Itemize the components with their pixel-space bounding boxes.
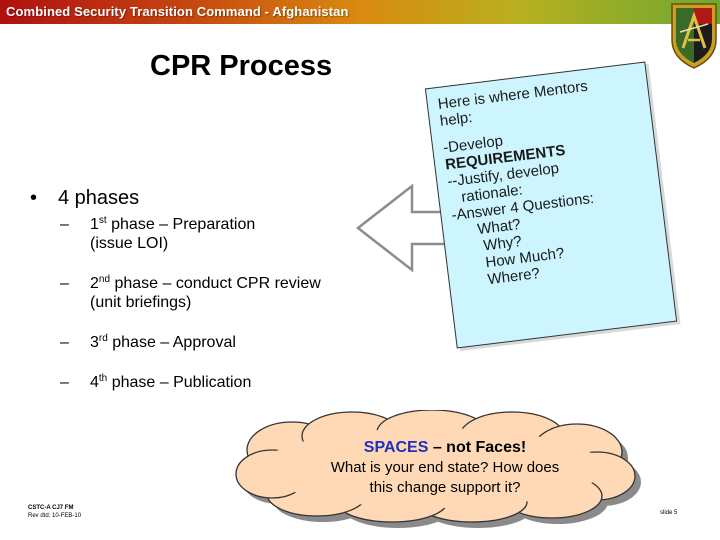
dash-icon: – xyxy=(60,216,69,233)
slide-title: CPR Process xyxy=(150,50,333,82)
phase-3-num: 3 xyxy=(90,334,99,351)
slide-number: slide 5 xyxy=(660,510,678,516)
phase-1-sup: st xyxy=(98,215,107,226)
header-title: Combined Security Transition Command - A… xyxy=(6,4,349,19)
phase-2-sup: nd xyxy=(98,274,111,285)
cloud-line2: What is your end state? How does xyxy=(330,459,560,476)
footer-left: CSTC-A CJ7 FM Rev dtd: 10-FEB-10 xyxy=(28,504,81,520)
cloud-spaces: SPACES xyxy=(363,439,429,456)
bullet-main-text: 4 phases xyxy=(58,187,140,209)
bullet-dot-icon: • xyxy=(30,187,38,209)
phase-1-text: phase – Preparation xyxy=(106,216,256,233)
dash-icon: – xyxy=(60,275,69,292)
phase-item-4: – 4th phase – Publication xyxy=(30,373,321,392)
phase-3-sup: rd xyxy=(98,333,108,344)
mentor-text: Here is where Mentors help: -Develop REQ… xyxy=(437,71,664,292)
phase-2-num: 2 xyxy=(90,275,99,292)
phase-3-text: phase – Approval xyxy=(107,334,236,351)
phase-2-text: phase – conduct CPR review xyxy=(110,275,321,292)
phase-1-line2: (issue LOI) xyxy=(90,235,169,252)
phase-item-1: – 1st phase – Preparation (issue LOI) xyxy=(30,215,321,253)
phase-item-3: – 3rd phase – Approval xyxy=(30,333,321,352)
phase-2-line2: (unit briefings) xyxy=(90,294,192,311)
dash-icon: – xyxy=(60,334,69,351)
footer-rev: Rev dtd: 10-FEB-10 xyxy=(28,513,82,519)
phase-bullet-list: • 4 phases – 1st phase – Preparation (is… xyxy=(30,186,321,392)
footer-org: CSTC-A CJ7 FM xyxy=(28,505,74,511)
cloud-not-faces: – not Faces! xyxy=(428,439,527,456)
phase-item-2: – 2nd phase – conduct CPR review (unit b… xyxy=(30,274,321,312)
header-bar: Combined Security Transition Command - A… xyxy=(0,0,720,24)
phase-4-sup: th xyxy=(98,373,108,384)
cloud-shape xyxy=(235,410,641,528)
phase-4-num: 4 xyxy=(90,374,99,391)
mentor-callout-box: Here is where Mentors help: -Develop REQ… xyxy=(424,61,678,349)
cloud-line3: this change support it? xyxy=(369,479,521,496)
cloud-text: SPACES – not Faces! What is your end sta… xyxy=(290,438,600,498)
phase-4-text: phase – Publication xyxy=(107,374,252,391)
cstc-a-shield-icon xyxy=(671,3,717,69)
dash-icon: – xyxy=(60,374,69,391)
phase-1-num: 1 xyxy=(90,216,99,233)
bullet-main: • 4 phases xyxy=(30,186,321,210)
